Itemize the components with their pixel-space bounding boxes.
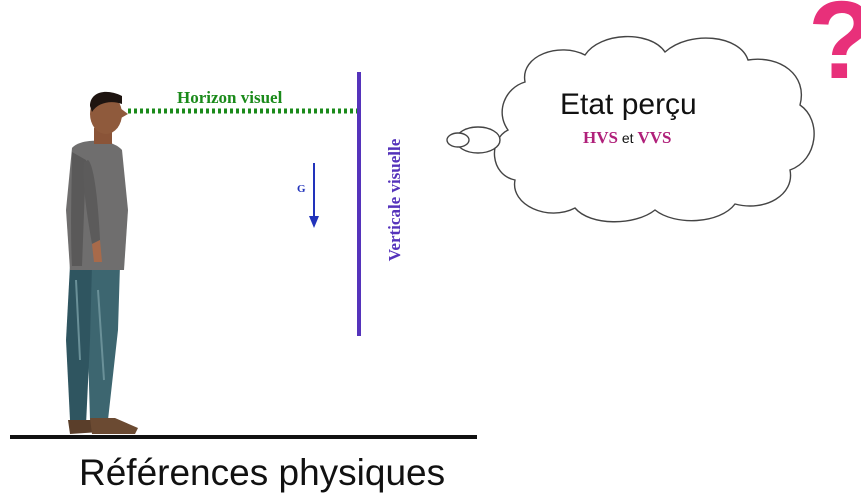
person-figure-icon: [66, 91, 138, 434]
thought-bubble-icon: [446, 35, 815, 223]
hvs-label: HVS: [583, 128, 618, 147]
caption: Références physiques: [79, 452, 446, 493]
perceived-state-subtitle: HVS et VVS: [583, 128, 671, 148]
vertical-label: Verticale visuelle: [385, 138, 404, 262]
gravity-label: G: [297, 183, 306, 195]
question-mark-icon: ?: [808, 0, 861, 96]
vvs-label: VVS: [637, 128, 672, 147]
perceived-state-title: Etat perçu: [560, 88, 697, 121]
connector-label: et: [621, 130, 634, 146]
gravity-arrow-icon: [309, 163, 319, 228]
horizon-label: Horizon visuel: [177, 88, 283, 107]
